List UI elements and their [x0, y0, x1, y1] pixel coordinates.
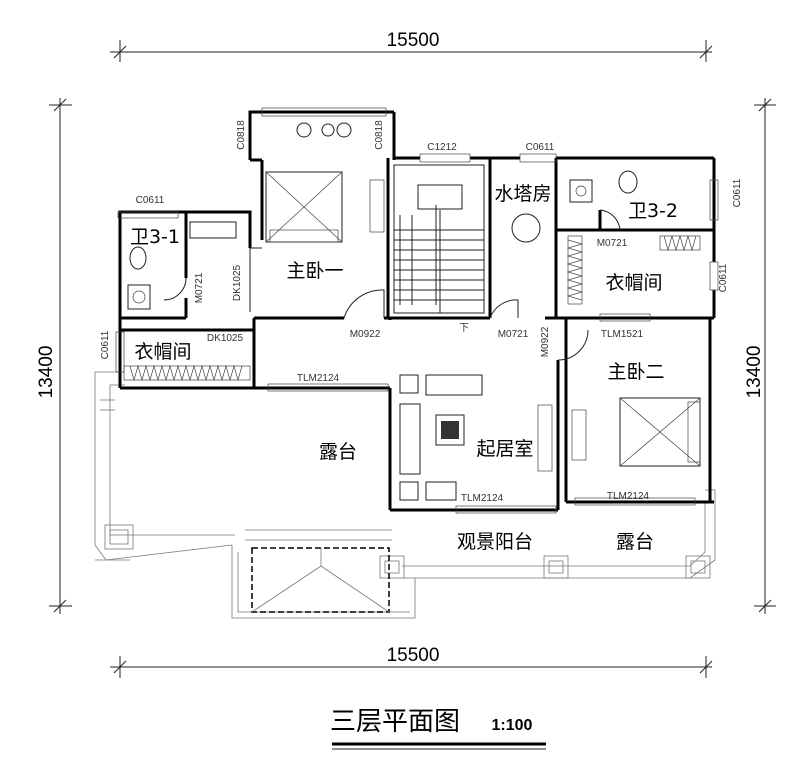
- room-terrace-left: 露台: [319, 441, 357, 463]
- code-tlm2124-right: TLM2124: [607, 491, 650, 502]
- room-living-room: 起居室: [476, 438, 533, 460]
- code-c0611-left: C0611: [100, 330, 111, 359]
- code-tlm1521: TLM1521: [601, 329, 644, 340]
- code-m0721-mid: M0721: [498, 329, 529, 340]
- dimension-bottom-width: 15500: [387, 645, 440, 666]
- drawing-scale: 1:100: [492, 717, 533, 734]
- windows: [115, 107, 719, 514]
- drawing-title: 三层平面图: [330, 707, 460, 737]
- code-c0611-bath: C0611: [136, 195, 165, 206]
- dimension-left-height: 13400: [36, 346, 57, 399]
- code-m0721-right: M0721: [597, 238, 628, 249]
- code-dk1025: DK1025: [207, 333, 244, 344]
- dimension-right-height: 13400: [744, 346, 765, 399]
- porch-roof: [231, 529, 416, 619]
- code-c0611-right: C0611: [732, 178, 743, 207]
- code-c0818-left: C0818: [236, 120, 247, 150]
- furniture: [123, 122, 701, 501]
- room-cloakroom-left: 衣帽间: [134, 341, 191, 363]
- code-m0721-bath: M0721: [194, 272, 205, 303]
- code-c0611-top: C0611: [526, 142, 555, 153]
- code-c0611-mid-right: C0611: [718, 263, 729, 292]
- room-terrace-right: 露台: [616, 531, 654, 553]
- stair-down-mark: 下: [459, 323, 469, 334]
- room-view-balcony: 观景阳台: [457, 531, 533, 553]
- room-cloakroom-right: 衣帽间: [605, 272, 662, 294]
- code-dk1025-vertical: DK1025: [232, 264, 243, 301]
- room-master-bedroom-1: 主卧一: [286, 260, 343, 282]
- code-tlm2124-mid: TLM2124: [461, 493, 504, 504]
- water-tank: [511, 213, 541, 243]
- stairs: [393, 164, 485, 314]
- room-bath-3-1: 卫3-1: [130, 226, 180, 248]
- doors: [163, 209, 621, 361]
- code-m0922-vertical: M0922: [540, 326, 551, 357]
- terrace-parapets: [94, 371, 716, 579]
- dimension-lines: [49, 40, 776, 678]
- walls: [118, 110, 716, 512]
- code-m0922-left: M0922: [350, 329, 381, 340]
- room-master-bedroom-2: 主卧二: [607, 361, 664, 383]
- code-c0818-right: C0818: [374, 120, 385, 150]
- code-tlm2124-left: TLM2124: [297, 373, 340, 384]
- room-water-tower: 水塔房: [494, 183, 551, 205]
- dimension-top-width: 15500: [387, 30, 440, 51]
- code-c1212: C1212: [427, 142, 457, 153]
- room-bath-3-2: 卫3-2: [628, 200, 678, 222]
